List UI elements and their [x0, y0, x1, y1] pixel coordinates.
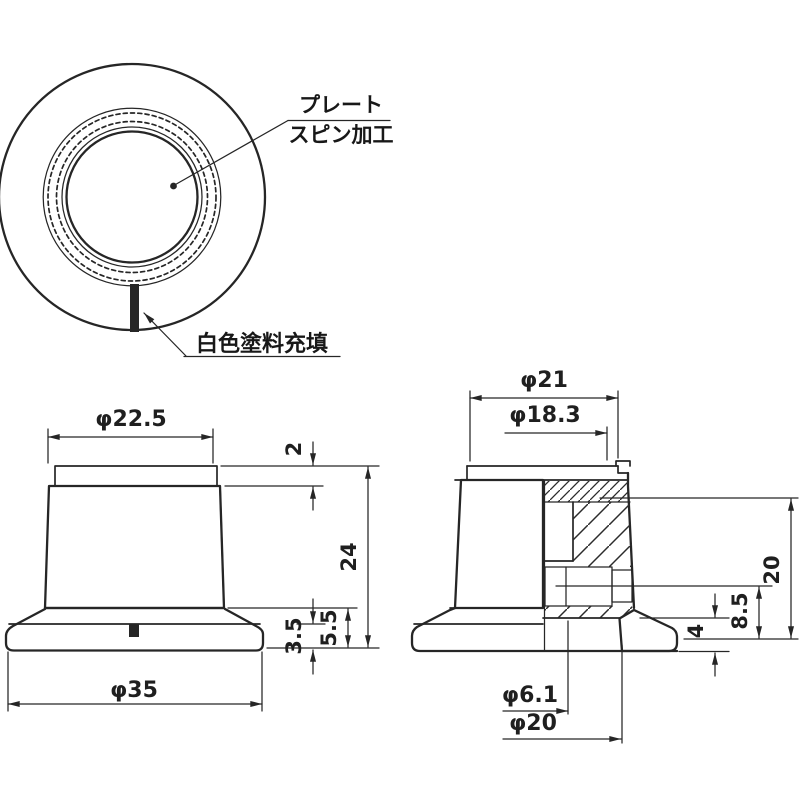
- top-view: プレート スピン加工 白色塗料充填: [0, 62, 394, 358]
- knurl-band-outer-dashes: [47, 112, 217, 282]
- dim-shaft-bore-diameter-text: φ6.1: [502, 683, 558, 708]
- index-mark-top: [130, 284, 139, 332]
- dim-flange-height: 4: [639, 593, 730, 677]
- dim-skirt-height: 5.5: [227, 607, 358, 648]
- body-top-band-hatch: [545, 481, 629, 502]
- dim-top-diameter: φ22.5: [47, 407, 214, 464]
- index-mark-front: [129, 624, 139, 637]
- knurl-band-outer-edge: [42, 107, 222, 287]
- dim-upper-height: 20: [599, 497, 799, 640]
- dim-plate-diameter-text: φ18.3: [509, 403, 581, 428]
- dim-plate-step-height-text: 2: [282, 442, 306, 457]
- dim-top-diameter-text: φ22.5: [95, 407, 167, 432]
- dim-base-diameter: φ35: [7, 651, 263, 712]
- paint-fill-label: 白色塗料充填: [196, 331, 328, 357]
- dim-upper-height-text: 20: [760, 555, 784, 584]
- section-view: φ21 φ18.3 20 8.5 4: [410, 368, 799, 744]
- dim-plate-step-height: 2: [220, 441, 380, 511]
- knurl-body: [43, 484, 226, 610]
- dim-setscrew-height-text: 8.5: [728, 592, 752, 629]
- knurl-band-inner-edge: [61, 126, 203, 268]
- plate-label-line1: プレート: [299, 93, 383, 117]
- front-view: φ22.5 2 24 5.5 3.5: [4, 407, 380, 712]
- knurl-body-section: [453, 478, 545, 610]
- knurl-right-edge: [219, 485, 225, 609]
- dim-flange-height-text: 4: [684, 624, 708, 639]
- dim-total-height-text: 24: [337, 542, 361, 571]
- dim-skirt-height-text: 5.5: [317, 609, 341, 646]
- dim-setscrew-height: 8.5: [555, 585, 773, 639]
- cap-right-step: [617, 465, 629, 474]
- skirt-outline-section: [410, 606, 679, 653]
- paint-leader-line: [143, 312, 187, 357]
- dim-base-diameter-text: φ35: [110, 678, 158, 703]
- flange-section: [618, 608, 679, 653]
- dim-cap-diameter-text: φ21: [520, 368, 568, 393]
- dim-plate-diameter: φ18.3: [504, 403, 608, 461]
- knurl-band-inner-dashes: [55, 120, 209, 274]
- plate-label-line2: スピン加工: [289, 123, 394, 147]
- plate-outline-circle: [65, 130, 199, 264]
- dim-skirt-straight-height-text: 3.5: [282, 617, 306, 654]
- dim-total-height: 24: [266, 466, 380, 649]
- plate-leader-line: [174, 119, 289, 186]
- skirt-outline: [4, 606, 265, 652]
- dim-cap-diameter: φ21: [469, 368, 619, 462]
- cap-rim-bump: [615, 460, 631, 467]
- body-bottom-hatch: [545, 606, 634, 618]
- cap-outline: [54, 465, 218, 487]
- dim-skirt-straight-height: 3.5: [282, 598, 326, 675]
- dim-recess-diameter-text: φ20: [509, 711, 557, 736]
- paint-fill-callout: 白色塗料充填: [143, 312, 341, 358]
- body-side-hatch: [573, 502, 633, 567]
- plate-callout: プレート スピン加工: [170, 93, 394, 190]
- dim-shaft-bore-diameter: φ6.1: [502, 620, 569, 715]
- dim-recess-diameter: φ20: [502, 644, 623, 744]
